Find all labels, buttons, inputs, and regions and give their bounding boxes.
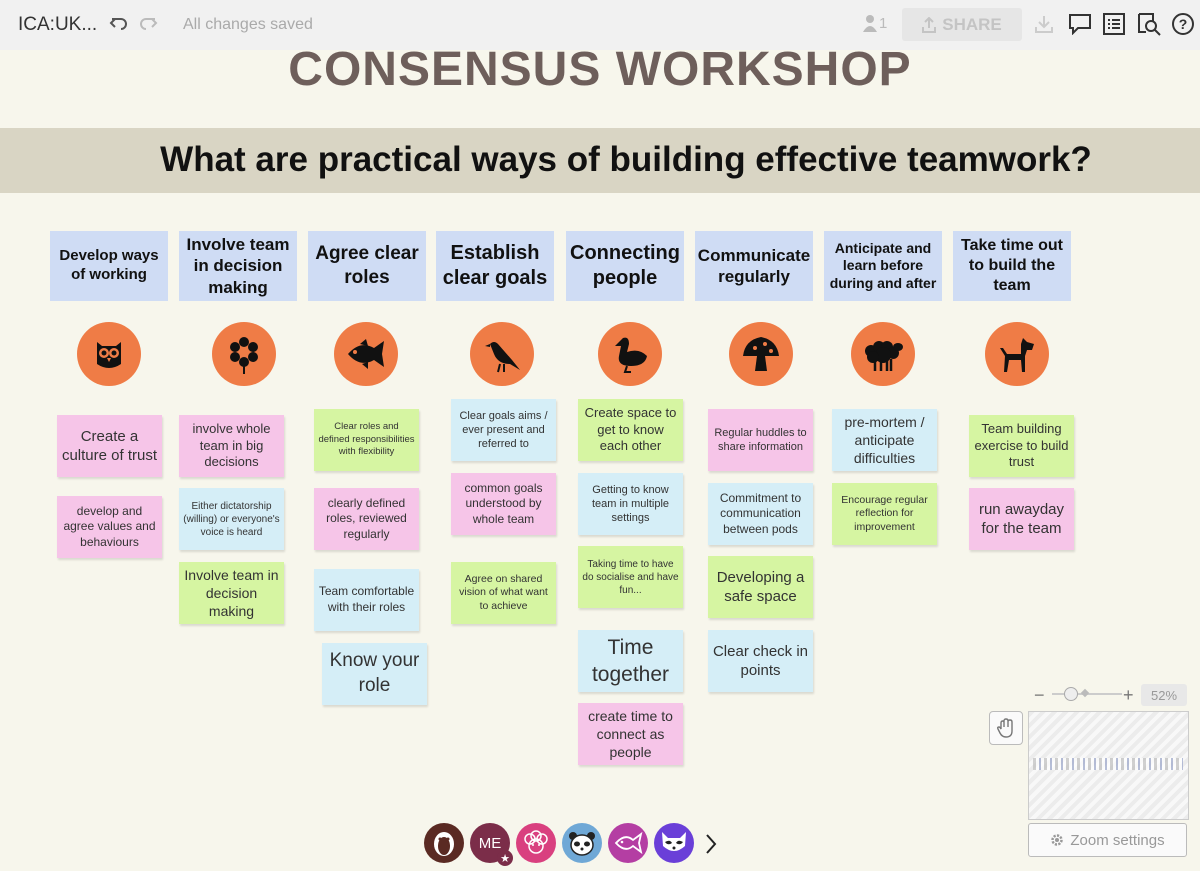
sticky-note[interactable]: Getting to know team in multiple setting… — [578, 473, 683, 535]
board-name[interactable]: ICA:UK... — [18, 14, 98, 35]
sticky-note[interactable]: Time together — [578, 630, 683, 692]
owl-icon[interactable] — [77, 322, 141, 386]
raccoon-avatar-icon[interactable] — [654, 823, 694, 863]
header-note[interactable]: Anticipate and learn before during and a… — [824, 231, 942, 301]
sticky-note[interactable]: Team comfortable with their roles — [314, 569, 419, 631]
sticky-note[interactable]: Create a culture of trust — [57, 415, 162, 477]
zoom-slider[interactable] — [1052, 687, 1122, 701]
undo-icon[interactable] — [108, 13, 130, 35]
search-icon[interactable] — [1136, 11, 1162, 37]
zoom-default-marker — [1080, 688, 1090, 698]
upload-icon — [922, 16, 937, 33]
penguin-avatar-icon[interactable] — [424, 823, 464, 863]
user-count-number: 1 — [879, 14, 888, 32]
sticky-note[interactable]: Clear check in points — [708, 630, 813, 692]
zoom-out-button[interactable]: − — [1034, 685, 1045, 705]
bird-icon[interactable] — [470, 322, 534, 386]
sticky-note[interactable]: Regular huddles to share information — [708, 409, 813, 471]
redo-icon[interactable] — [137, 13, 159, 35]
focus-question: What are practical ways of building effe… — [160, 140, 1092, 179]
hand-tool-icon[interactable] — [989, 711, 1023, 745]
sticky-note[interactable]: run awayday for the team — [969, 488, 1074, 550]
avatar-initials: ME — [478, 834, 502, 852]
sticky-note[interactable]: develop and agree values and behaviours — [57, 496, 162, 558]
zoom-slider-handle[interactable] — [1064, 687, 1078, 701]
flower-icon[interactable] — [212, 322, 276, 386]
svg-text:?: ? — [1179, 16, 1188, 32]
sticky-note[interactable]: Clear goals aims / ever present and refe… — [451, 399, 556, 461]
header-note[interactable]: Establish clear goals — [436, 231, 554, 301]
sticky-note[interactable]: Involve team in decision making — [179, 562, 284, 624]
header-note[interactable]: Agree clear roles — [308, 231, 426, 301]
sticky-note[interactable]: clearly defined roles, reviewed regularl… — [314, 488, 419, 550]
share-label: SHARE — [942, 14, 1002, 34]
duck-icon[interactable] — [598, 322, 662, 386]
header-note[interactable]: Take time out to build the team — [953, 231, 1071, 301]
sticky-note[interactable]: Taking time to have do socialise and hav… — [578, 546, 683, 608]
mushroom-icon[interactable] — [729, 322, 793, 386]
header-note[interactable]: Communicate regularly — [695, 231, 813, 301]
download-icon[interactable] — [1032, 12, 1056, 36]
fish-avatar-icon[interactable] — [608, 823, 648, 863]
sticky-note[interactable]: Agree on shared vision of what want to a… — [451, 562, 556, 624]
outline-icon[interactable] — [1101, 11, 1127, 37]
sticky-note[interactable]: Commitment to communication between pods — [708, 483, 813, 545]
me-avatar[interactable]: ME ★ — [470, 823, 513, 866]
minimap-viewport — [1029, 752, 1188, 778]
user-icon — [863, 15, 877, 32]
gear-icon — [1051, 834, 1064, 846]
header-note[interactable]: Connecting people — [566, 231, 684, 301]
sticky-note[interactable]: Developing a safe space — [708, 556, 813, 618]
sheep-avatar-icon[interactable] — [516, 823, 556, 863]
sticky-note[interactable]: Team building exercise to build trust — [969, 415, 1074, 477]
panda-avatar-icon[interactable] — [562, 823, 602, 863]
minimap[interactable] — [1028, 711, 1189, 820]
zoom-level[interactable]: 52% — [1141, 684, 1187, 706]
zoom-settings-label: Zoom settings — [1070, 831, 1165, 849]
zoom-settings-button[interactable]: Zoom settings — [1028, 823, 1187, 857]
comment-icon[interactable] — [1067, 11, 1093, 37]
board-title: CONSENSUS WORKSHOP — [288, 43, 912, 96]
sticky-note[interactable]: common goals understood by whole team — [451, 473, 556, 535]
header-note[interactable]: Involve team in decision making — [179, 231, 297, 301]
sheep-icon[interactable] — [851, 322, 915, 386]
top-toolbar: ICA:UK... All changes saved 1 SHARE ? — [0, 0, 1200, 50]
sticky-note[interactable]: Create space to get to know each other — [578, 399, 683, 461]
dog-icon[interactable] — [985, 322, 1049, 386]
sticky-note[interactable]: Clear roles and defined responsibilities… — [314, 409, 419, 471]
question-band — [0, 128, 1200, 193]
header-note[interactable]: Develop ways of working — [50, 231, 168, 301]
sticky-note[interactable]: create time to connect as people — [578, 703, 683, 765]
zoom-in-button[interactable]: + — [1123, 685, 1134, 705]
share-button[interactable]: SHARE — [902, 8, 1022, 41]
help-icon[interactable]: ? — [1170, 11, 1196, 37]
sticky-note[interactable]: Know your role — [322, 643, 427, 705]
sticky-note[interactable]: pre-mortem / anticipate difficulties — [832, 409, 937, 471]
fish-icon[interactable] — [334, 322, 398, 386]
minimap-content — [1033, 758, 1183, 770]
sticky-note[interactable]: Either dictatorship (willing) or everyon… — [179, 488, 284, 550]
sticky-note[interactable]: involve whole team in big decisions — [179, 415, 284, 477]
chevron-right-icon[interactable] — [700, 831, 722, 857]
star-badge-icon: ★ — [497, 850, 513, 866]
save-status: All changes saved — [183, 16, 313, 33]
sticky-note[interactable]: Encourage regular reflection for improve… — [832, 483, 937, 545]
user-count[interactable]: 1 — [863, 14, 887, 32]
